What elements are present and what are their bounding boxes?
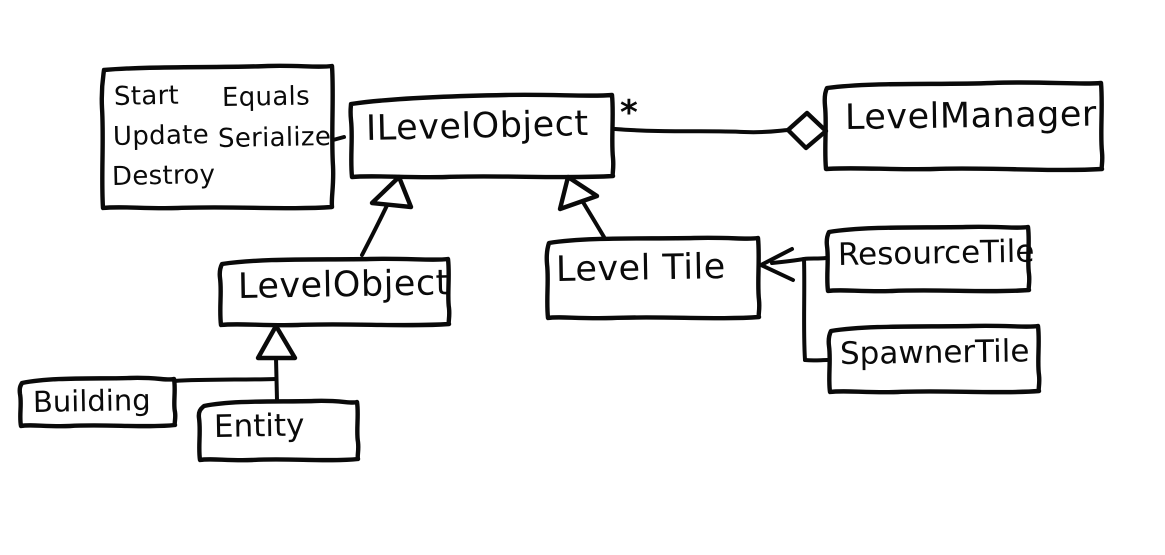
ilevelobject-box: [348, 92, 616, 180]
resourcetile-box: [824, 224, 1032, 294]
multiplicity-star-label: *: [620, 93, 638, 133]
methods-note-box: [99, 63, 336, 211]
leveltile-box: [544, 235, 762, 321]
spawnertile-box: [826, 323, 1042, 395]
generalization-triangle-entity: [255, 323, 298, 361]
entity-box: [196, 398, 361, 463]
open-arrow-marker-leveltile: [759, 247, 795, 282]
generalization-triangle-levelobject: [369, 174, 414, 210]
method-start: Start: [113, 80, 180, 112]
aggregation-diamond-marker: [785, 110, 829, 151]
class-label-entity: Entity: [213, 407, 305, 445]
connector-methods-to-ilevelobject: [331, 135, 346, 142]
class-label-levelobject: LevelObject: [237, 263, 451, 307]
method-serialize: Serialize: [217, 122, 332, 154]
class-label-resourcetile: ResourceTile: [837, 233, 1035, 273]
class-label-levelmanager: LevelManager: [844, 94, 1098, 138]
connector-resourcetile-to-leveltile: [802, 256, 828, 261]
class-label-leveltile: Level Tile: [555, 247, 727, 290]
method-update: Update: [112, 119, 210, 152]
connector-tile-trunk-vertical: [802, 257, 807, 362]
building-box: [17, 375, 178, 429]
class-label-ilevelobject: ILevelObject: [365, 103, 590, 149]
generalization-triangle-leveltile: [557, 174, 600, 212]
levelobject-box: [217, 256, 452, 328]
levelmanager-box: [822, 80, 1105, 173]
method-equals: Equals: [221, 81, 311, 113]
class-label-building: Building: [32, 382, 151, 419]
connector-trunk-to-leveltile: [770, 257, 806, 265]
connector-building-to-levelobject: [172, 377, 278, 383]
method-destroy: Destroy: [111, 159, 216, 192]
connector-ilevelobject-to-levelmanager: [613, 127, 790, 135]
class-label-spawnertile: SpawnerTile: [839, 333, 1030, 372]
